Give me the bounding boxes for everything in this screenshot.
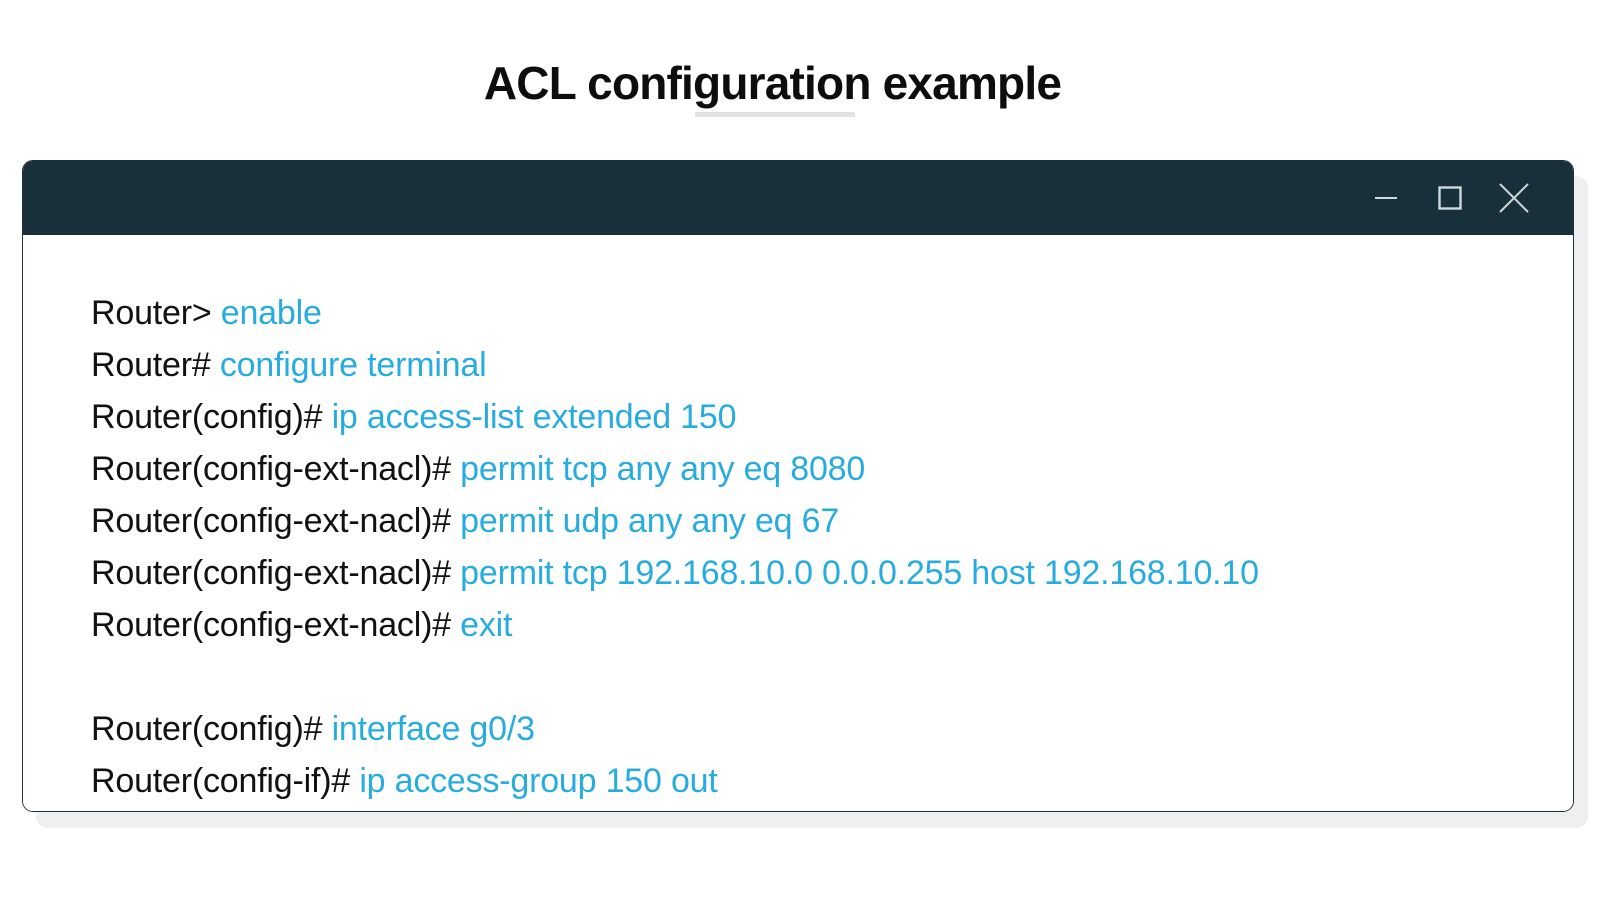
terminal-line: Router> enable: [91, 287, 1543, 339]
terminal-prompt: Router(config)#: [91, 398, 332, 436]
terminal-command: ip access-list extended 150: [331, 398, 737, 436]
terminal-command: enable: [220, 294, 322, 332]
terminal-line: Router(config)# ip access-list extended …: [91, 391, 1543, 443]
terminal-line: Router(config-if)# ip access-group 150 o…: [91, 755, 1543, 807]
terminal-command: ip access-group 150 out: [359, 762, 718, 800]
title-divider: [695, 112, 855, 117]
window-titlebar: [23, 161, 1573, 235]
maximize-icon: [1438, 186, 1462, 210]
terminal-prompt: Router#: [91, 346, 220, 384]
close-icon: [1499, 183, 1529, 213]
terminal-prompt: Router(config)#: [91, 710, 332, 748]
close-button[interactable]: [1491, 175, 1537, 221]
terminal-command: permit tcp 192.168.10.0 0.0.0.255 host 1…: [460, 554, 1259, 592]
terminal-command: interface g0/3: [331, 710, 535, 748]
terminal-command: permit udp any any eq 67: [460, 502, 840, 540]
maximize-button[interactable]: [1427, 175, 1473, 221]
terminal-prompt: Router(config-ext-nacl)#: [91, 606, 461, 644]
minimize-icon: [1375, 197, 1397, 199]
terminal-line: Router(config-ext-nacl)# permit tcp any …: [91, 443, 1543, 495]
terminal-prompt: Router(config-ext-nacl)#: [91, 502, 461, 540]
terminal-prompt: Router(config-if)#: [91, 762, 360, 800]
terminal-line: Router(config-ext-nacl)# exit: [91, 599, 1543, 651]
terminal-line: Router# configure terminal: [91, 339, 1543, 391]
terminal-command: permit tcp any any eq 8080: [460, 450, 866, 488]
terminal-prompt: Router(config-ext-nacl)#: [91, 554, 461, 592]
terminal-command: exit: [460, 606, 513, 644]
page-title: ACL configuration example: [483, 56, 1062, 109]
terminal-command: configure terminal: [219, 346, 487, 384]
terminal-prompt: Router(config-ext-nacl)#: [91, 450, 461, 488]
minimize-button[interactable]: [1363, 175, 1409, 221]
terminal-line: Router(config-ext-nacl)# permit udp any …: [91, 495, 1543, 547]
terminal-prompt: Router>: [91, 294, 221, 332]
terminal-line: Router(config)# interface g0/3: [91, 703, 1543, 755]
terminal-line: Router(config-ext-nacl)# permit tcp 192.…: [91, 547, 1543, 599]
terminal-blank-line: [91, 651, 1543, 703]
